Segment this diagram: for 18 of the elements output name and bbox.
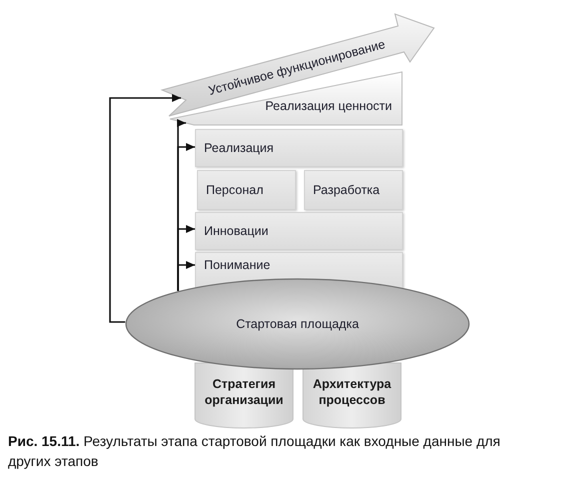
stage-label: Понимание bbox=[204, 258, 270, 273]
platform-label: Стартовая площадка bbox=[236, 316, 359, 332]
connector-arrow bbox=[109, 94, 181, 323]
cylinder-shape bbox=[303, 363, 401, 428]
process-box bbox=[195, 129, 403, 167]
cylinder-shape bbox=[195, 363, 293, 428]
stage-label: Реализация bbox=[204, 140, 274, 156]
stage-label: Персонал bbox=[206, 182, 264, 198]
connector-arrow bbox=[177, 261, 195, 291]
input-label: Стратегия организации bbox=[204, 376, 284, 409]
stage-label: Реализация ценности bbox=[265, 99, 392, 114]
process-box bbox=[197, 170, 296, 210]
input-label: Архитектура процессов bbox=[312, 376, 392, 409]
process-box bbox=[195, 212, 403, 250]
stage-label: Инновации bbox=[204, 224, 268, 238]
figure-caption: Рис. 15.11. Результаты этапа стартовой площадки как входные данные для других этапов bbox=[8, 432, 502, 471]
stage-label: Разработка bbox=[313, 182, 380, 198]
process-box bbox=[304, 170, 403, 210]
